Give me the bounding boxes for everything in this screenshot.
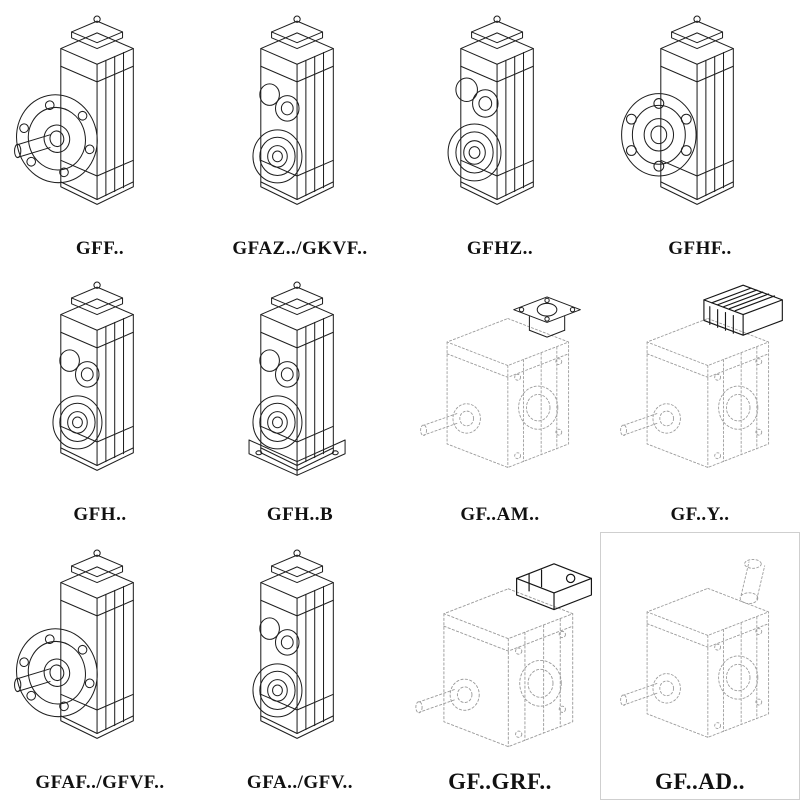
catalog-cell-gff: GFF.. [0,0,200,266]
gearbox-drawing-hollow-bore [52,281,134,472]
gearbox-drawing-hollow-bore-foot [248,281,346,476]
model-label: GFHZ.. [466,238,534,260]
model-label: GFF.. [75,238,125,260]
gearbox-drawing-ghost-input-shaft [620,558,770,738]
catalog-cell-gfhf: GFHF.. [600,0,800,266]
gearbox-drawing-ghost-adapter-flange [420,296,581,469]
gearbox-drawing-output-flange [7,549,134,740]
catalog-cell-gfaz-gkvf: GFAZ../GKVF.. [200,0,400,266]
model-label: GF..AM.. [460,504,540,526]
catalog-cell-gfa-gfv: GFA../GFV.. [200,532,400,800]
model-label: GFAF../GFVF.. [35,772,165,794]
model-label: GFAZ../GKVF.. [232,238,368,260]
catalog-cell-gfhz: GFHZ.. [400,0,600,266]
model-label: GFH.. [73,504,127,526]
catalog-cell-gf-am: GF..AM.. [400,266,600,532]
model-label: GF..GRF.. [448,768,552,794]
catalog-cell-gf-grf: GF..GRF.. [400,532,600,800]
gearbox-drawing-ghost-input-cover [415,562,593,747]
model-label: GFA../GFV.. [246,772,354,794]
gearbox-drawing-hollow-bore-flange [621,15,734,206]
gearbox-drawing-hollow-bore-shrink-disc [447,15,534,206]
gearbox-drawing-hollow-bore [252,15,334,206]
catalog-cell-gfaf-gfvf: GFAF../GFVF.. [0,532,200,800]
model-label: GFH..B [266,504,334,526]
gearbox-drawing-ghost-with-motor [620,284,783,469]
model-label: GF..Y.. [670,504,730,526]
model-label: GFHF.. [668,238,732,260]
model-label: GF..AD.. [654,768,746,794]
catalog-cell-gfh: GFH.. [0,266,200,532]
catalog-cell-gf-y: GF..Y.. [600,266,800,532]
catalog-cell-gfh-b: GFH..B [200,266,400,532]
gearbox-drawing-output-flange [7,15,134,206]
gearbox-drawing-hollow-bore [252,549,334,740]
catalog-cell-gf-ad: GF..AD.. [600,532,800,800]
